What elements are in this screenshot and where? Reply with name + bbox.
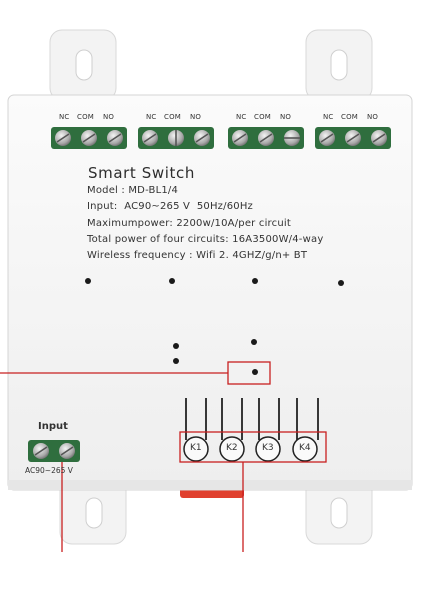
button-k3-label: K3 <box>262 443 274 453</box>
terminal-3-nc-label: NC <box>236 113 247 121</box>
terminal-3-com-label: COM <box>254 113 272 121</box>
total-power-text: Total power of four circuits: 16A3500W/4… <box>87 234 324 245</box>
button-k2[interactable] <box>219 436 245 462</box>
terminal-4-com-label: COM <box>341 113 359 121</box>
button-wires <box>185 398 319 440</box>
mounting-tab-top-right <box>305 29 373 101</box>
button-k1-label: K1 <box>190 443 202 453</box>
button-k4-label: K4 <box>299 443 311 453</box>
terminal-block-3 <box>228 127 304 149</box>
button-k3[interactable] <box>255 436 281 462</box>
input-spec-text: Input: AC90~265 V 50Hz/60Hz <box>87 201 253 212</box>
button-k4[interactable] <box>292 436 318 462</box>
terminal-1-com-label: COM <box>77 113 95 121</box>
device-housing <box>7 94 413 491</box>
input-terminal-block <box>28 440 80 462</box>
terminal-2-no-label: NO <box>190 113 202 121</box>
button-k2-label: K2 <box>226 443 238 453</box>
indicator-dots <box>85 278 344 375</box>
terminal-4-nc-label: NC <box>323 113 334 121</box>
wireless-text: Wireless frequency : Wifi 2. 4GHZ/g/n+ B… <box>87 250 308 261</box>
terminal-3-no-label: NO <box>280 113 292 121</box>
mounting-tab-bottom-left <box>59 477 127 545</box>
terminal-2-com-label: COM <box>164 113 182 121</box>
button-k1[interactable] <box>183 436 209 462</box>
mounting-tab-bottom-right <box>305 477 373 545</box>
terminal-1-nc-label: NC <box>59 113 70 121</box>
terminal-block-1 <box>51 127 127 149</box>
terminal-block-2 <box>138 127 214 149</box>
terminal-1-no-label: NO <box>103 113 115 121</box>
terminal-4-no-label: NO <box>367 113 379 121</box>
terminal-block-4 <box>315 127 391 149</box>
input-range: AC90~265 V <box>25 466 73 475</box>
terminal-2-nc-label: NC <box>146 113 157 121</box>
mounting-tab-top-left <box>49 29 117 101</box>
max-power-text: Maximumpower: 2200w/10A/per circuit <box>87 218 291 229</box>
product-title: Smart Switch <box>88 164 195 182</box>
input-title: Input <box>38 421 68 432</box>
callout-lines <box>0 361 327 552</box>
housing-edge <box>8 480 412 490</box>
model-text: Model : MD-BL1/4 <box>87 185 179 196</box>
